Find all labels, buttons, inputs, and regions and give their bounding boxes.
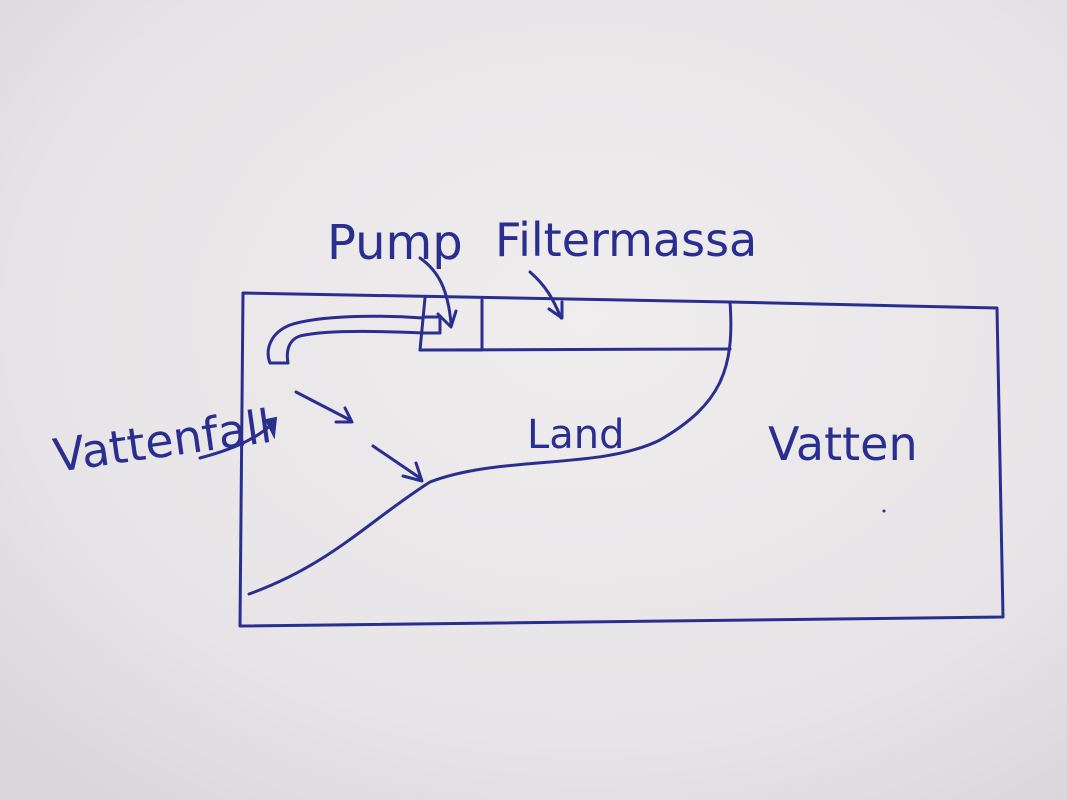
vattenfall-arrow bbox=[198, 422, 274, 460]
flow-arrow-2 bbox=[371, 444, 422, 480]
pump-label: Pump bbox=[327, 215, 463, 271]
flow-arrow-1 bbox=[294, 390, 352, 422]
tank-outline bbox=[238, 291, 1005, 628]
land-boundary-curve bbox=[247, 300, 733, 596]
pump-arrow bbox=[418, 256, 453, 325]
pump-inner-box bbox=[421, 315, 442, 335]
filtermassa-arrowhead bbox=[547, 300, 564, 320]
vatten-label: Vatten bbox=[768, 417, 918, 471]
waterfall-pipe bbox=[266, 314, 425, 365]
vattenfall-arrowhead bbox=[264, 416, 278, 440]
ink-dot bbox=[882, 509, 886, 513]
pump-arrowhead bbox=[436, 309, 458, 329]
filtermassa-arrow bbox=[528, 270, 563, 320]
pump-box bbox=[418, 296, 484, 352]
flow-arrow-1-head bbox=[334, 406, 354, 424]
filtermassa-label: Filtermassa bbox=[495, 213, 757, 267]
land-label: Land bbox=[527, 412, 625, 458]
flow-arrow-2-head bbox=[401, 461, 424, 483]
